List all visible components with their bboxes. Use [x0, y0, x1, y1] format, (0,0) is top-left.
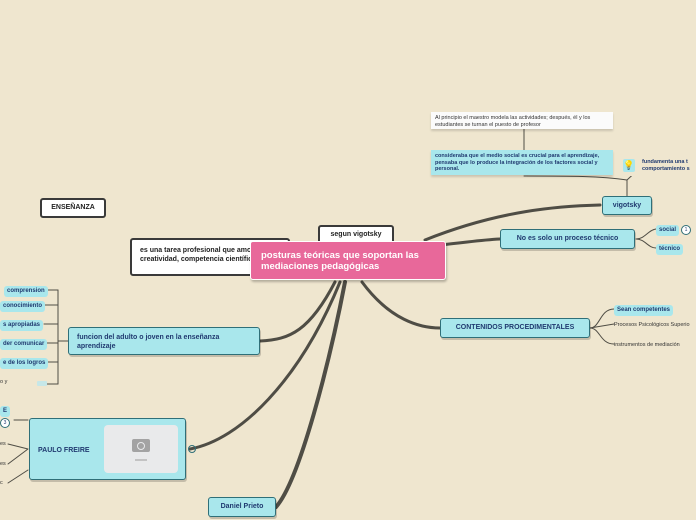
- social-count-badge: 1: [681, 225, 691, 235]
- comprension-node[interactable]: comprension: [4, 286, 48, 297]
- central-title: posturas teóricas que soportan las media…: [261, 250, 419, 272]
- proceso-tecnico-node[interactable]: No es solo un proceso técnico: [500, 229, 635, 249]
- vigotsky-node[interactable]: vigotsky: [602, 196, 652, 215]
- note-consideraba[interactable]: consideraba que el medio social es cruci…: [431, 150, 613, 175]
- link-icon[interactable]: [188, 445, 196, 453]
- daniel-prieto-node[interactable]: Daniel Prieto: [208, 497, 276, 517]
- logros-node[interactable]: e de los logros: [0, 358, 49, 369]
- apropiadas-node[interactable]: s apropiadas: [0, 320, 44, 331]
- left-item-c[interactable]: c: [0, 480, 3, 486]
- ensenanza-node[interactable]: ENSEÑANZA: [40, 198, 106, 218]
- e-node[interactable]: E: [0, 406, 11, 417]
- sean-competentes-node[interactable]: Sean competentes: [614, 305, 674, 316]
- instrumentos-node[interactable]: instrumentos de mediación: [614, 342, 680, 348]
- paulo-freire-label: PAULO FREIRE: [38, 447, 90, 454]
- comunicar-node[interactable]: der comunicar: [0, 339, 48, 350]
- lightbulb-icon: 💡: [623, 159, 635, 172]
- note-al-principio[interactable]: Al principio el maestro modela las activ…: [431, 112, 613, 129]
- social-node[interactable]: social: [656, 225, 680, 236]
- funcion-adulto-node[interactable]: funcion del adulto o joven en la enseñan…: [68, 327, 260, 355]
- fundamenta-node[interactable]: 💡 fundamenta una t comportamiento s: [620, 156, 696, 176]
- left-item-es[interactable]: es: [0, 441, 6, 447]
- procesos-psicologicos-node[interactable]: Procesos Psicológicos Superio: [614, 322, 690, 328]
- count-badge-3: 3: [0, 418, 10, 428]
- central-topic[interactable]: posturas teóricas que soportan las media…: [250, 241, 446, 280]
- collapse-toggle[interactable]: [37, 381, 47, 386]
- image-placeholder: [104, 425, 178, 473]
- conocimiento-node[interactable]: conocimiento: [0, 301, 46, 312]
- fundamenta-label: fundamenta una t comportamiento s: [642, 159, 690, 172]
- paulo-freire-node[interactable]: PAULO FREIRE: [29, 418, 186, 480]
- contenidos-node[interactable]: CONTENIDOS PROCEDIMENTALES: [440, 318, 590, 338]
- camera-icon: [132, 439, 150, 452]
- tecnico-node[interactable]: técnico: [656, 244, 684, 255]
- left-item-es-2[interactable]: es: [0, 461, 6, 467]
- item-y-node[interactable]: o y: [0, 379, 8, 385]
